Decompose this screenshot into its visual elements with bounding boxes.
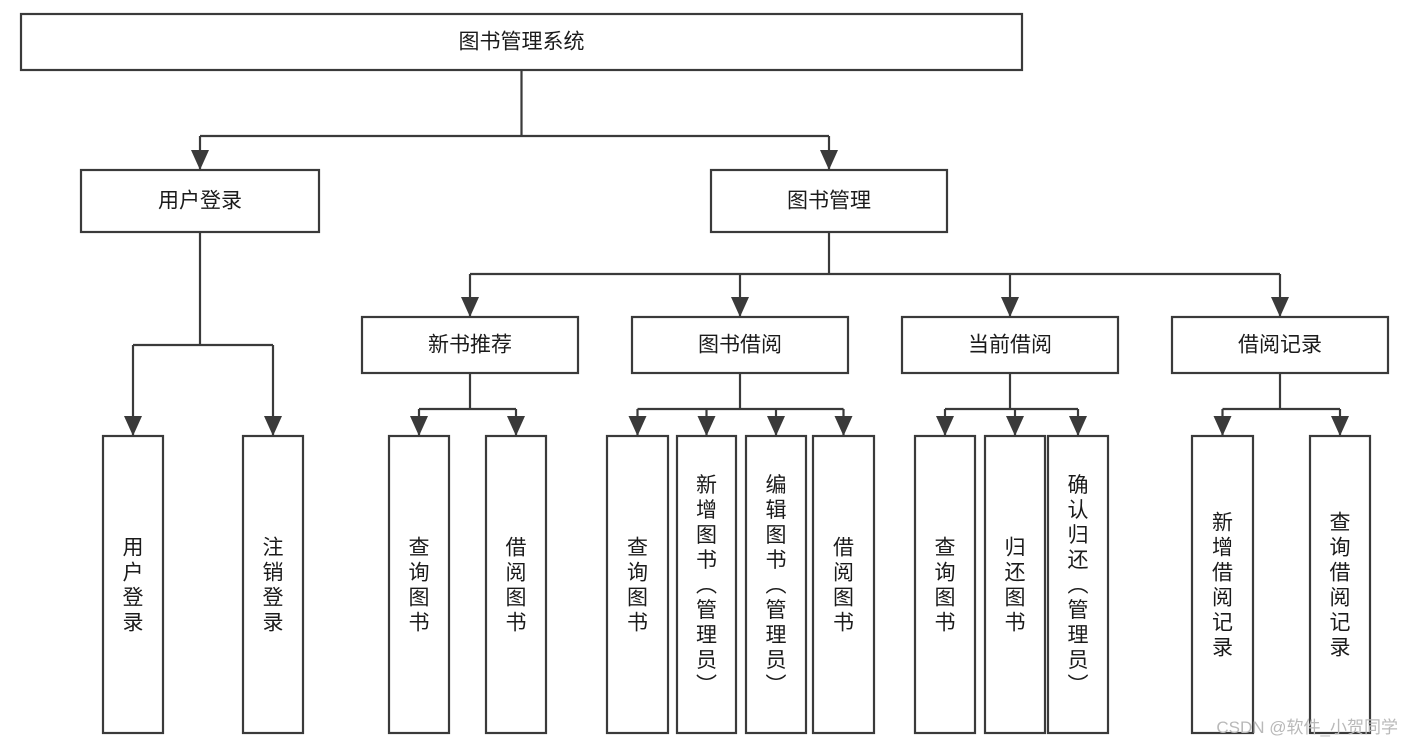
node-label: 归还图书 <box>1005 537 1026 635</box>
leaf-node-归还图书[interactable]: 归还图书 <box>983 434 1047 735</box>
node-label: 查询图书 <box>627 537 648 635</box>
arrow-head-icon <box>697 416 716 436</box>
node-label: 注销登录 <box>263 537 284 635</box>
node-label: 图书管理系统 <box>459 31 585 54</box>
node-label: 用户登录 <box>158 190 242 213</box>
node-box[interactable] <box>484 434 548 735</box>
node-label: 查询图书 <box>935 537 956 635</box>
leaf-node-注销登录[interactable]: 注销登录 <box>241 434 305 735</box>
node-box[interactable] <box>709 168 949 234</box>
node-box[interactable] <box>1046 434 1110 735</box>
nodes-group: 图书管理系统用户登录图书管理新书推荐图书借阅当前借阅借阅记录用户登录注销登录查询… <box>19 12 1390 735</box>
node-label: 用户登录 <box>123 537 144 635</box>
arrow-head-icon <box>1006 416 1024 436</box>
arrow-head-icon <box>264 416 282 436</box>
leaf-node-查询图书[interactable]: 查询图书 <box>605 434 670 735</box>
node-label: 借阅图书 <box>833 537 854 635</box>
arrow-head-icon <box>767 416 785 436</box>
node-box[interactable] <box>744 434 808 735</box>
arrow-head-icon <box>1069 416 1087 436</box>
arrow-head-icon <box>1271 297 1289 317</box>
arrow-head-icon <box>507 416 525 436</box>
connector-lines-group <box>124 70 1349 436</box>
arrow-head-icon <box>628 416 647 436</box>
node-box[interactable] <box>19 12 1024 72</box>
node-label: 查询借阅记录 <box>1330 512 1351 660</box>
node-label: 新增借阅记录 <box>1212 512 1233 660</box>
node-box[interactable] <box>1190 434 1255 735</box>
arrow-head-icon <box>731 297 749 317</box>
leaf-node-确认归还管理员[interactable]: 确认归还︵管理员︶ <box>1046 434 1110 735</box>
node-box[interactable] <box>360 315 580 375</box>
node-label: 图书管理 <box>787 190 871 213</box>
leaf-node-借阅图书[interactable]: 借阅图书 <box>811 434 876 735</box>
level3-node-图书借阅[interactable]: 图书借阅 <box>630 315 850 375</box>
node-label: 借阅记录 <box>1238 334 1322 357</box>
arrow-head-icon <box>461 297 479 317</box>
leaf-node-查询借阅记录[interactable]: 查询借阅记录 <box>1308 434 1372 735</box>
level2-node-用户登录[interactable]: 用户登录 <box>79 168 321 234</box>
node-box[interactable] <box>811 434 876 735</box>
node-box[interactable] <box>900 315 1120 375</box>
arrow-head-icon <box>936 416 954 436</box>
leaf-node-新增图书管理员[interactable]: 新增图书︵管理员︶ <box>675 434 738 735</box>
node-label: 新书推荐 <box>428 334 512 357</box>
node-box[interactable] <box>675 434 738 735</box>
node-box[interactable] <box>79 168 321 234</box>
csdn-watermark: CSDN @软件_小贺同学 <box>1216 718 1398 737</box>
node-box[interactable] <box>387 434 451 735</box>
level3-node-借阅记录[interactable]: 借阅记录 <box>1170 315 1390 375</box>
arrow-head-icon <box>1001 297 1019 317</box>
leaf-node-借阅图书[interactable]: 借阅图书 <box>484 434 548 735</box>
node-box[interactable] <box>913 434 977 735</box>
level3-node-当前借阅[interactable]: 当前借阅 <box>900 315 1120 375</box>
node-label: 图书借阅 <box>698 334 782 357</box>
node-box[interactable] <box>1308 434 1372 735</box>
node-label: 编辑图书︵管理员︶ <box>766 474 787 697</box>
level2-node-图书管理[interactable]: 图书管理 <box>709 168 949 234</box>
arrow-head-icon <box>1213 416 1232 436</box>
leaf-node-查询图书[interactable]: 查询图书 <box>387 434 451 735</box>
node-label: 确认归还︵管理员︶ <box>1068 474 1089 697</box>
arrow-head-icon <box>1331 416 1349 436</box>
level3-node-新书推荐[interactable]: 新书推荐 <box>360 315 580 375</box>
leaf-node-查询图书[interactable]: 查询图书 <box>913 434 977 735</box>
arrow-head-icon <box>191 150 209 170</box>
node-box[interactable] <box>605 434 670 735</box>
node-box[interactable] <box>101 434 165 735</box>
node-label: 查询图书 <box>409 537 430 635</box>
leaf-node-编辑图书管理员[interactable]: 编辑图书︵管理员︶ <box>744 434 808 735</box>
leaf-node-新增借阅记录[interactable]: 新增借阅记录 <box>1190 434 1255 735</box>
node-label: 新增图书︵管理员︶ <box>696 474 717 697</box>
node-box[interactable] <box>983 434 1047 735</box>
node-box[interactable] <box>630 315 850 375</box>
arrow-head-icon <box>834 416 853 436</box>
node-label: 借阅图书 <box>506 537 527 635</box>
arrow-head-icon <box>124 416 142 436</box>
node-box[interactable] <box>1170 315 1390 375</box>
arrow-head-icon <box>410 416 428 436</box>
node-box[interactable] <box>241 434 305 735</box>
root-node-图书管理系统[interactable]: 图书管理系统 <box>19 12 1024 72</box>
leaf-node-用户登录[interactable]: 用户登录 <box>101 434 165 735</box>
node-label: 当前借阅 <box>968 334 1052 357</box>
arrow-head-icon <box>820 150 838 170</box>
